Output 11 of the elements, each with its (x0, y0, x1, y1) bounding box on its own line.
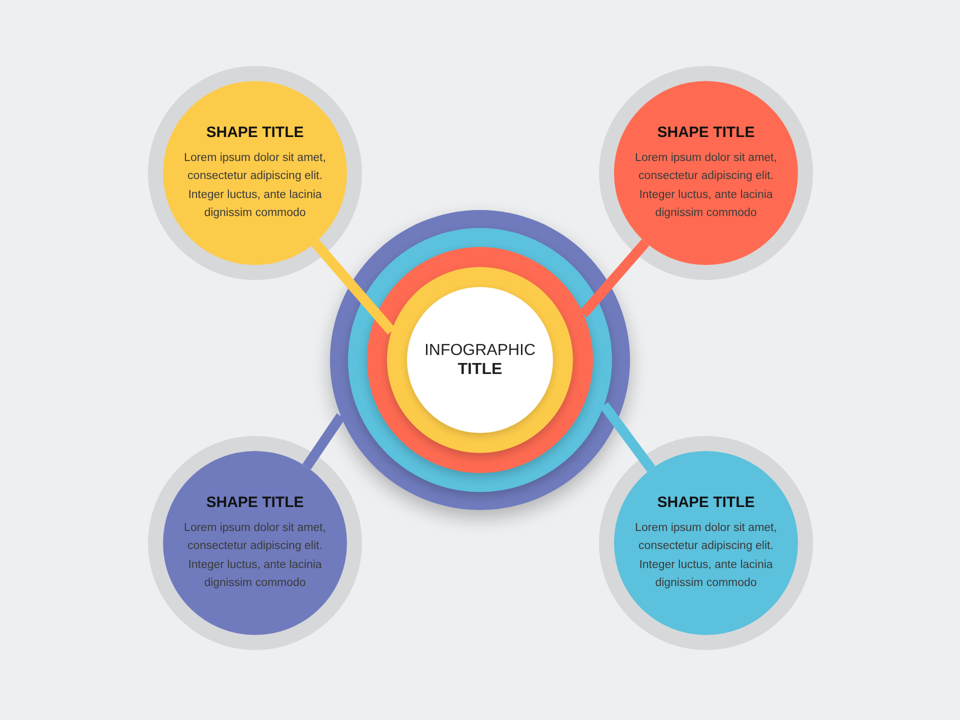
body-text: Lorem ipsum dolor sit amet, consectetur adipiscing elit. Integer luctus, ante lacinia dignissim commodo (183, 150, 327, 221)
body-text: Lorem ipsum dolor sit amet, consectetur adipiscing elit. Integer luctus, ante lacinia dignissim commodo (634, 150, 778, 221)
shape-title: SHAPE TITLE (206, 124, 304, 140)
shape-title: SHAPE TITLE (657, 124, 755, 140)
infographic-title: INFOGRAPHIC TITLE (423, 341, 537, 379)
shape-title: SHAPE TITLE (657, 494, 755, 510)
ring-circle (387, 267, 573, 453)
shape-title: SHAPE TITLE (206, 494, 304, 510)
body-text: Lorem ipsum dolor sit amet, consectetur adipiscing elit. Integer luctus, ante lacinia dignissim commodo (183, 520, 327, 591)
body-text: Lorem ipsum dolor sit amet, consectetur adipiscing elit. Integer luctus, ante lacinia dignissim commodo (634, 520, 778, 591)
connector-line (302, 413, 346, 470)
